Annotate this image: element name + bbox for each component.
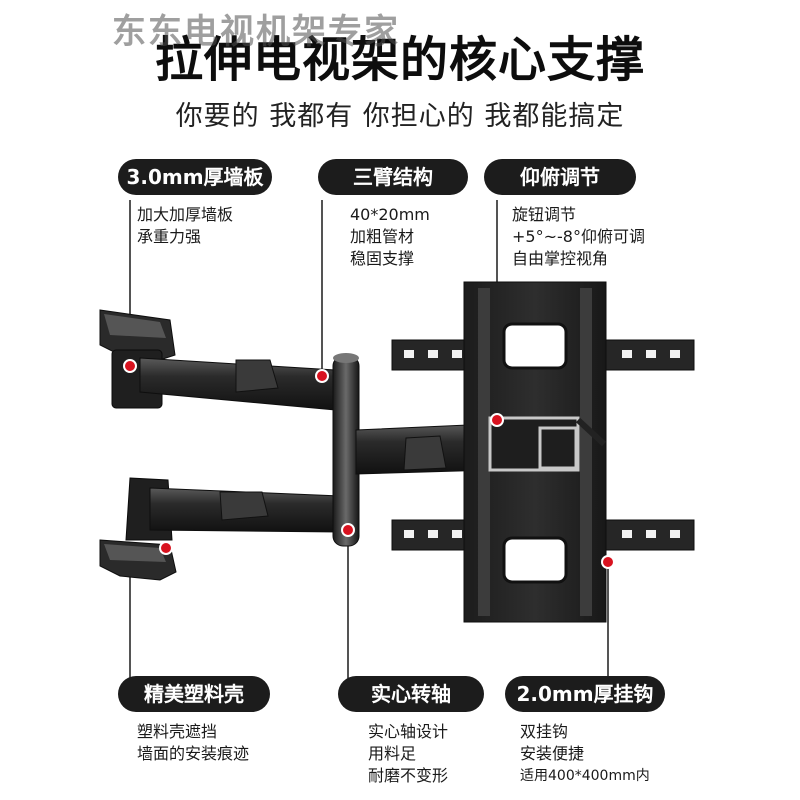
plastic-shell-label: 精美塑料壳 (118, 676, 270, 712)
solid-axis-description: 实心轴设计 用料足 耐磨不变形 (368, 722, 449, 785)
plastic-shell-description: 塑料壳遮挡 墙面的安装痕迹 (137, 722, 250, 763)
page-subtitle: 你要的 我都有 你担心的 我都能搞定 (175, 101, 625, 132)
tilt-bracket (488, 416, 607, 472)
hook-label: 2.0mm厚挂钩 (505, 676, 665, 712)
wall-plate-label: 3.0mm厚墙板 (118, 159, 272, 195)
tilt-description: 旋钮调节 +5°~-8°仰俯可调 自由掌控视角 (512, 205, 645, 268)
wall-plate-description: 加大加厚墙板 承重力强 (137, 205, 234, 246)
upper-arm (139, 357, 336, 411)
watermark-text: 东东电视机架专家 (112, 12, 400, 52)
wall-plate-group (99, 309, 177, 581)
hook-description: 双挂钩 安装便捷 适用400*400mm内 (520, 722, 650, 784)
red-markers (123, 359, 615, 569)
page-title: 拉伸电视架的核心支撑 (154, 32, 645, 88)
center-pole (332, 353, 360, 547)
solid-axis-label: 实心转轴 (338, 676, 484, 712)
three-arm-description: 40*20mm 加粗管材 稳固支撑 (350, 205, 430, 268)
front-arm (355, 423, 493, 475)
lower-arm (149, 487, 341, 533)
three-arm-label: 三臂结构 (318, 159, 468, 195)
tilt-label: 仰俯调节 (484, 159, 636, 195)
